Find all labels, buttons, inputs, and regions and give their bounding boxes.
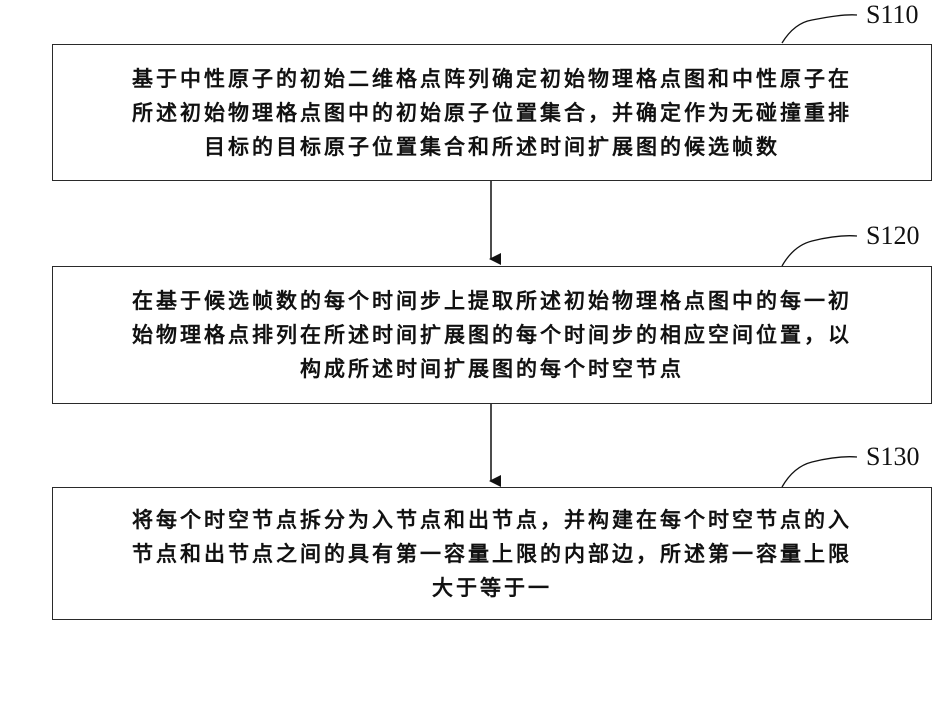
step-text-s110: 基于中性原子的初始二维格点阵列确定初始物理格点图和中性原子在 所述初始物理格点图… [132, 62, 852, 164]
step-text-s120: 在基于候选帧数的每个时间步上提取所述初始物理格点图中的每一初 始物理格点排列在所… [132, 284, 852, 386]
leader-curve-s110 [782, 15, 857, 43]
step-s110-line-3: 目标的目标原子位置集合和所述时间扩展图的候选帧数 [204, 134, 780, 159]
step-s120-line-3: 构成所述时间扩展图的每个时空节点 [300, 356, 684, 381]
leader-curve-s120 [782, 236, 857, 266]
step-s120-line-2: 始物理格点排列在所述时间扩展图的每个时间步的相应空间位置，以 [132, 322, 852, 347]
step-s110-line-2: 所述初始物理格点图中的初始原子位置集合，并确定作为无碰撞重排 [132, 100, 852, 125]
step-box-s120: 在基于候选帧数的每个时间步上提取所述初始物理格点图中的每一初 始物理格点排列在所… [52, 266, 932, 404]
step-s130-line-2: 节点和出节点之间的具有第一容量上限的内部边，所述第一容量上限 [132, 541, 852, 566]
step-box-s130: 将每个时空节点拆分为入节点和出节点，并构建在每个时空节点的入 节点和出节点之间的… [52, 487, 932, 620]
step-s130-line-1: 将每个时空节点拆分为入节点和出节点，并构建在每个时空节点的入 [132, 507, 852, 532]
step-label-s130: S130 [866, 442, 919, 472]
step-label-s110: S110 [866, 0, 919, 30]
step-s130-line-3: 大于等于一 [432, 575, 552, 600]
leader-curve-s130 [782, 457, 857, 487]
step-label-s120: S120 [866, 221, 919, 251]
step-s120-line-1: 在基于候选帧数的每个时间步上提取所述初始物理格点图中的每一初 [132, 288, 852, 313]
step-s110-line-1: 基于中性原子的初始二维格点阵列确定初始物理格点图和中性原子在 [132, 66, 852, 91]
step-box-s110: 基于中性原子的初始二维格点阵列确定初始物理格点图和中性原子在 所述初始物理格点图… [52, 44, 932, 181]
step-text-s130: 将每个时空节点拆分为入节点和出节点，并构建在每个时空节点的入 节点和出节点之间的… [132, 503, 852, 605]
